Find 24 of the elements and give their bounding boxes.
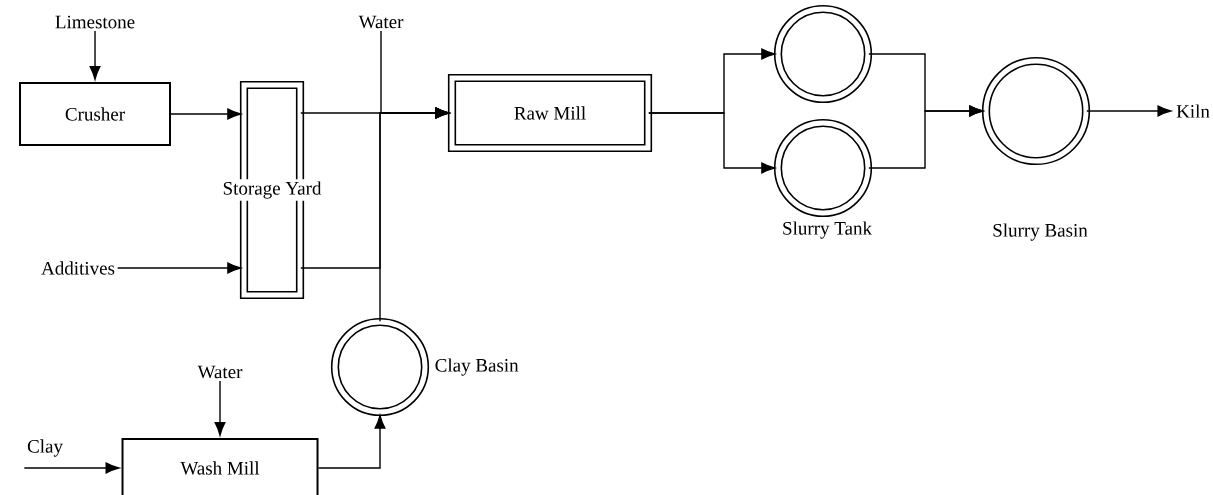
flow-arrow	[379, 107, 450, 322]
flow-arrow	[214, 380, 226, 436]
stream-label: Kiln	[1176, 104, 1210, 118]
stream-label: Limestone	[55, 15, 135, 29]
flow-arrow	[170, 108, 242, 120]
stream-label: Water	[358, 15, 404, 29]
tank-label: Slurry Tank	[783, 221, 872, 239]
process-box: Raw Mill	[447, 73, 653, 153]
process-box: Wash Mill	[121, 438, 319, 495]
flow-arrow	[317, 415, 386, 469]
tank-label: Clay Basin	[435, 358, 519, 376]
flow-arrow	[116, 262, 242, 274]
flow-arrow	[868, 105, 984, 169]
flow-arrow	[648, 112, 776, 174]
tank-circle	[773, 4, 873, 104]
stream-label: Additives	[41, 261, 115, 275]
flow-arrow	[1086, 105, 1172, 117]
storage-yard-box: Storage Yard	[220, 80, 324, 300]
flow-arrow	[23, 462, 120, 474]
process-box: Crusher	[19, 82, 171, 146]
tank-label: Slurry Basin	[993, 223, 1088, 241]
stream-label: Clay	[27, 439, 63, 457]
flow-arrow	[89, 30, 101, 80]
stream-label: Water	[197, 365, 243, 379]
